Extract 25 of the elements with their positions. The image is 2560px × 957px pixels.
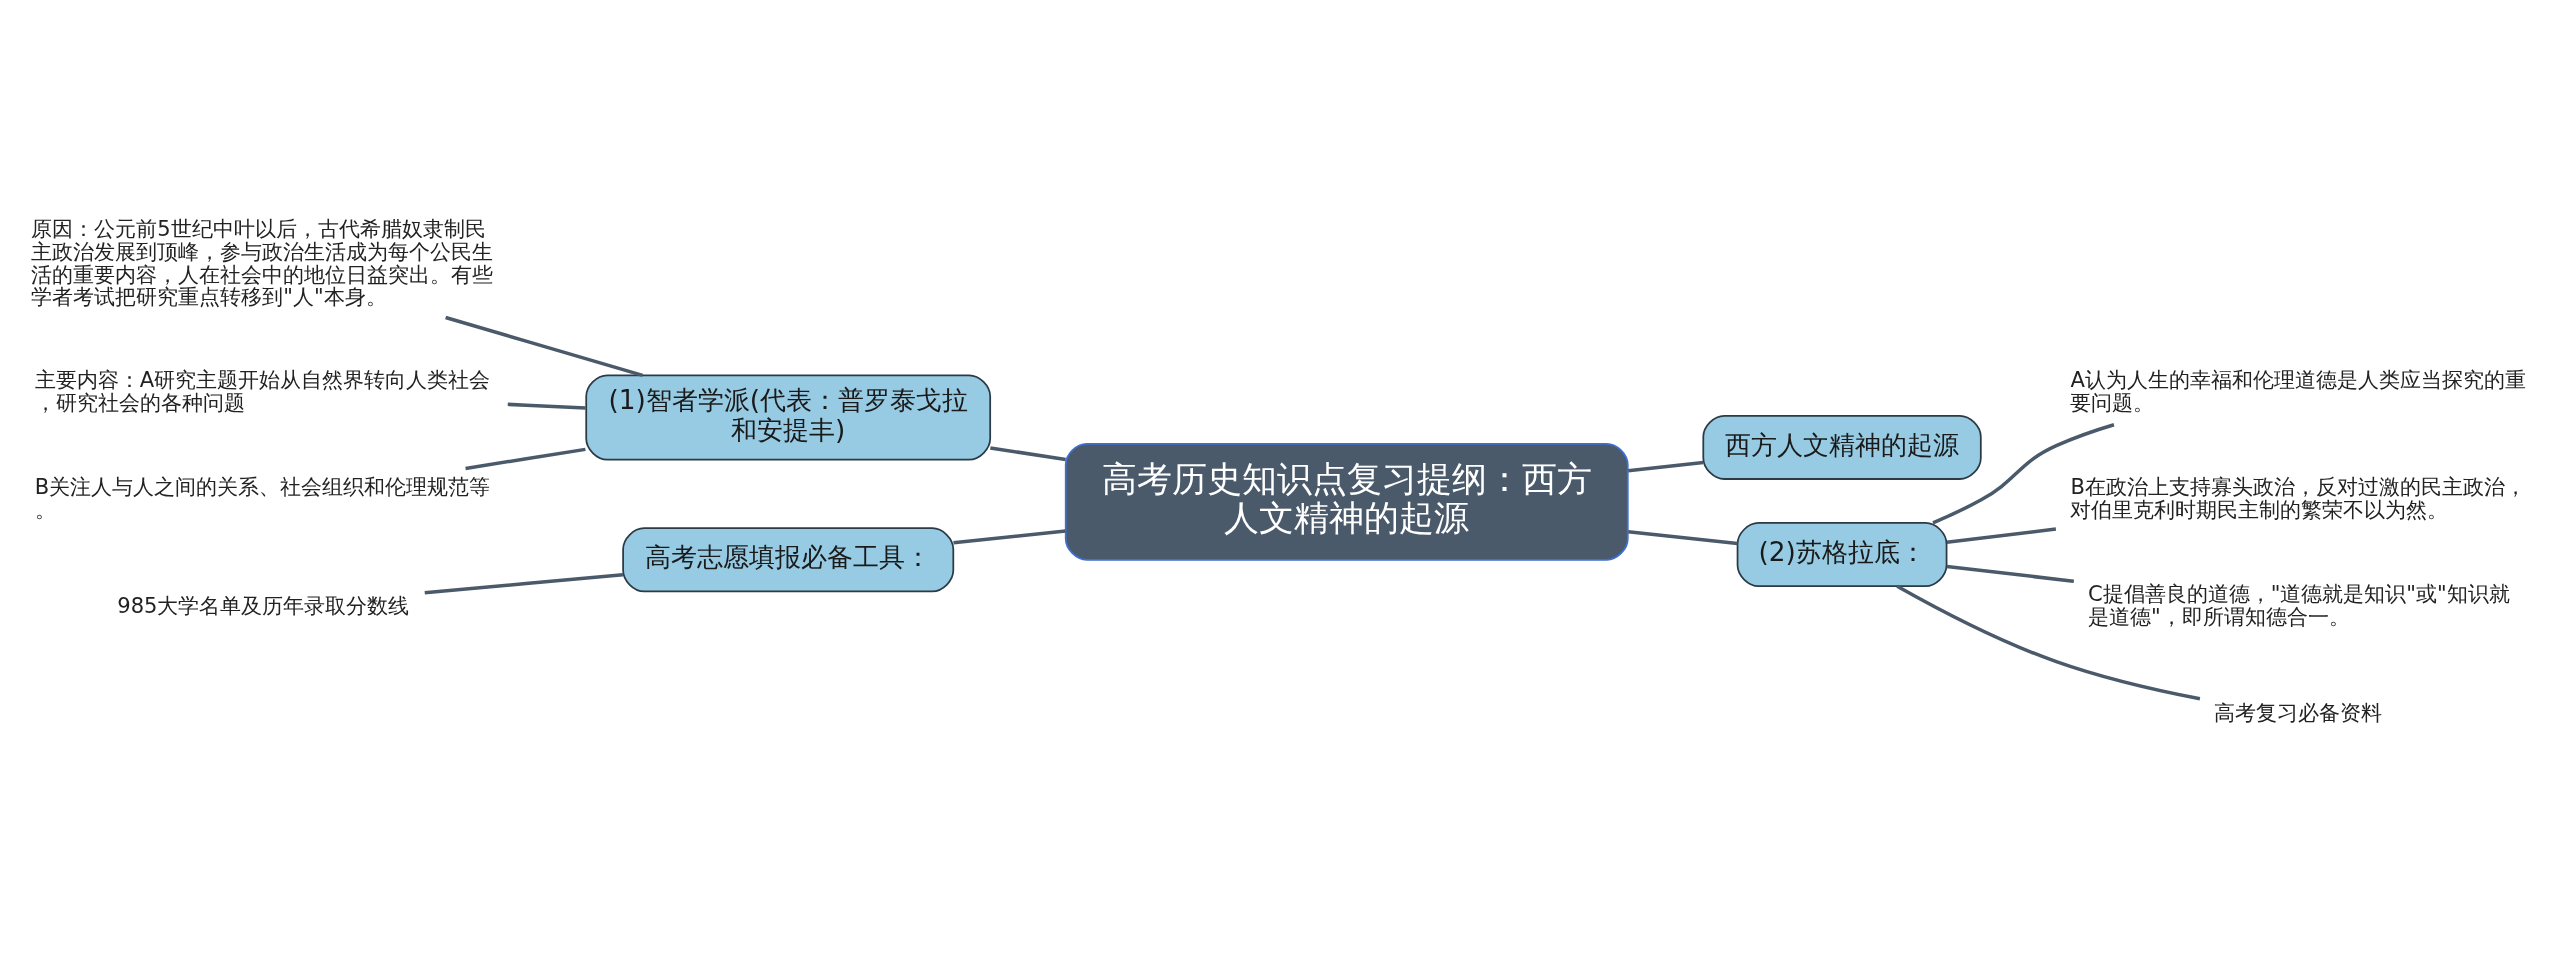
connector [507, 402, 586, 410]
node-box: 高考志愿填报必备工具： [622, 526, 955, 592]
connector [1627, 460, 1704, 473]
node-text: B关注人与人之间的关系、社会组织和伦理规范等。 [34, 473, 491, 522]
node-text: A认为人生的幸福和伦理道德是人类应当探究的重要问题。 [2070, 366, 2526, 415]
connector [1932, 422, 2115, 524]
node-box: 高考历史知识点复习提纲：西方人文精神的起源 [1064, 442, 1629, 561]
connector [1896, 584, 2201, 701]
node-text: 原因：公元前5世纪中叶以后，古代希腊奴隶制民主政治发展到顶峰，参与政治生活成为每个公民生活的重要内容，人在社会中的地位日益突出。有些学者考试把研究重点转移到"人"本身。 [31, 215, 494, 309]
node-box: 西方人文精神的起源 [1702, 414, 1982, 480]
node-box: (2)苏格拉底： [1736, 521, 1948, 587]
node-text: 主要内容：A研究主题开始从自然界转向人类社会，研究社会的各种问题 [34, 366, 491, 415]
node-text: 高考复习必备资料 [2214, 699, 2383, 725]
connector [1946, 526, 2057, 544]
node-box: (1)智者学派(代表：普罗泰戈拉和安提丰) [585, 374, 992, 461]
connector [1627, 529, 1738, 545]
connector [1946, 564, 2075, 583]
node-text: C提倡善良的道德，"道德就是知识"或"知识就是道德"，即所谓知德合一。 [2087, 580, 2510, 629]
connector [445, 315, 644, 377]
connector [990, 445, 1066, 461]
connector [424, 572, 624, 594]
connector [953, 528, 1066, 544]
node-text: 985大学名单及历年录取分数线 [117, 592, 410, 618]
connector [465, 447, 586, 470]
node-text: B在政治上支持寡头政治，反对过激的民主政治，对伯里克利时期民主制的繁荣不以为然。 [2070, 473, 2526, 522]
